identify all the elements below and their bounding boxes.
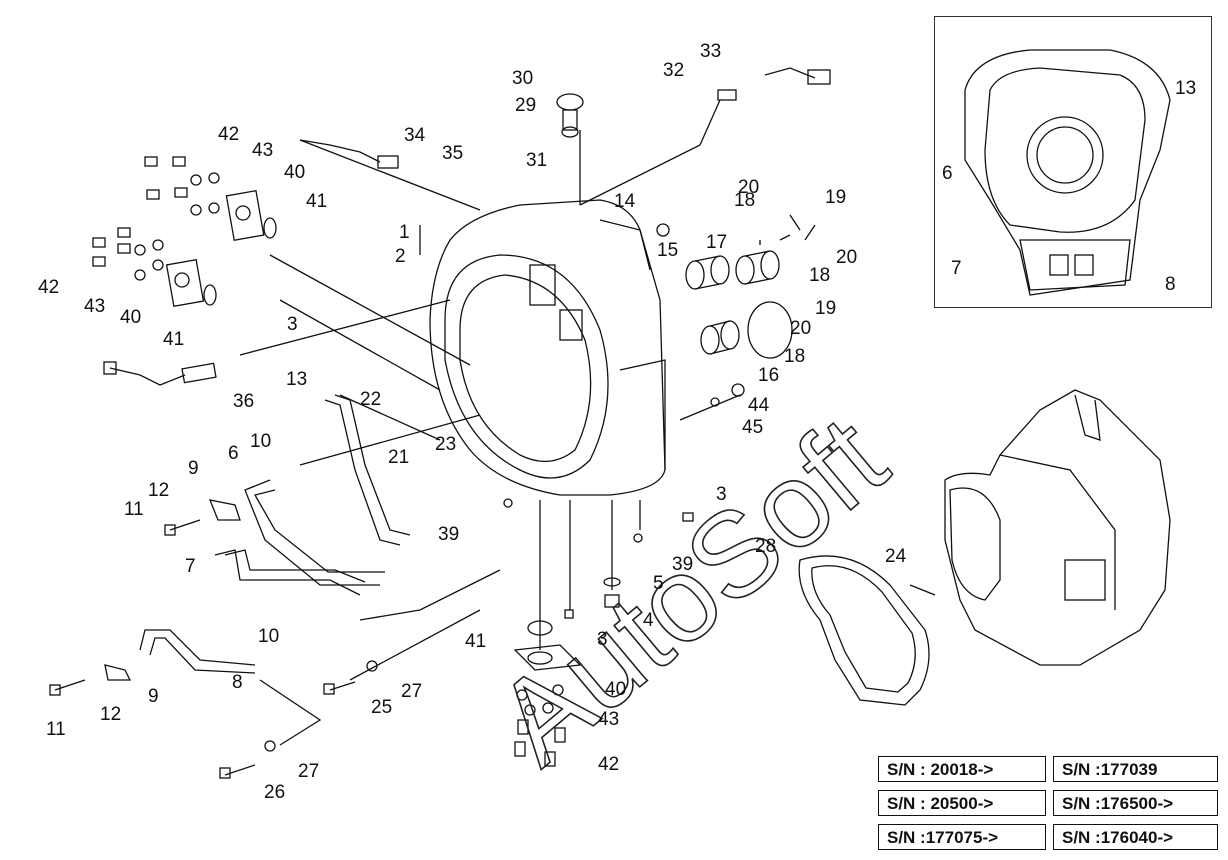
callout: 43 bbox=[252, 140, 273, 161]
callout: 9 bbox=[188, 458, 199, 479]
serial-number-box: S/N : 20018-> bbox=[878, 756, 1046, 782]
serial-number-box: S/N :176040-> bbox=[1053, 824, 1218, 850]
callout: 21 bbox=[388, 447, 409, 468]
callout: 27 bbox=[298, 761, 319, 782]
callout: 9 bbox=[148, 686, 159, 707]
inset-frame bbox=[934, 16, 1212, 308]
gasket-28 bbox=[798, 555, 936, 706]
sensor-33 bbox=[717, 67, 831, 101]
callout: 6 bbox=[228, 443, 239, 464]
callout: 24 bbox=[885, 546, 907, 567]
callout: 42 bbox=[598, 754, 619, 775]
callout: 10 bbox=[258, 626, 279, 647]
callout: 10 bbox=[250, 431, 271, 452]
callout: 43 bbox=[598, 709, 619, 730]
callout: 41 bbox=[306, 191, 327, 212]
callout-labels: 42 43 40 41 42 43 40 41 34 35 36 30 29 3… bbox=[38, 41, 1196, 803]
callout: 23 bbox=[435, 434, 456, 455]
callout: 18 bbox=[809, 265, 830, 286]
watermark-autosoft: AutoSoft bbox=[471, 390, 911, 790]
callout: 25 bbox=[371, 697, 392, 718]
callout: 11 bbox=[46, 719, 66, 740]
bolts-25-26 bbox=[219, 660, 378, 779]
callout: 13 bbox=[286, 369, 307, 390]
callout: 20 bbox=[790, 318, 811, 339]
callout: 12 bbox=[148, 480, 169, 501]
callout: 43 bbox=[84, 296, 105, 317]
callout: 17 bbox=[706, 232, 727, 253]
callout: 2 bbox=[395, 246, 406, 267]
callout: 4 bbox=[643, 610, 654, 631]
callout: 20 bbox=[836, 247, 857, 268]
callout: 39 bbox=[438, 524, 459, 545]
callout: 27 bbox=[401, 681, 422, 702]
pipe-8 bbox=[139, 629, 256, 674]
callout: 3 bbox=[716, 484, 727, 505]
callout: 15 bbox=[657, 240, 678, 261]
callout: 28 bbox=[755, 536, 776, 557]
callout: 18 bbox=[734, 190, 755, 211]
callout: 42 bbox=[218, 124, 239, 145]
serial-number-box: S/N :177039 bbox=[1053, 756, 1218, 782]
callout: 36 bbox=[233, 391, 254, 412]
callout: 30 bbox=[512, 68, 533, 89]
sensor-34 bbox=[299, 139, 399, 169]
callout: 34 bbox=[404, 125, 426, 146]
pipe-7 bbox=[214, 549, 366, 596]
callout: 18 bbox=[784, 346, 805, 367]
callout: 29 bbox=[515, 95, 536, 116]
callout: 14 bbox=[614, 191, 636, 212]
callout: 40 bbox=[284, 162, 305, 183]
callout: 42 bbox=[38, 277, 59, 298]
callout: 7 bbox=[951, 258, 962, 279]
callout: 31 bbox=[526, 150, 547, 171]
inset-front-view bbox=[964, 49, 1171, 296]
callout: 26 bbox=[264, 782, 285, 803]
plug-30-29 bbox=[556, 93, 584, 138]
serial-number-box: S/N :177075-> bbox=[878, 824, 1046, 850]
callout: 3 bbox=[287, 314, 298, 335]
sensor-36 bbox=[103, 361, 217, 386]
callout: 1 bbox=[399, 222, 410, 243]
svg-text:AutoSoft: AutoSoft bbox=[472, 391, 911, 790]
callout: 45 bbox=[742, 417, 763, 438]
leader-lines bbox=[239, 99, 741, 746]
callout: 35 bbox=[442, 143, 463, 164]
bushings bbox=[656, 214, 816, 407]
callout: 40 bbox=[120, 307, 141, 328]
serial-number-box: S/N : 20500-> bbox=[878, 790, 1046, 816]
serial-number-box: S/N :176500-> bbox=[1053, 790, 1218, 816]
callout: 13 bbox=[1175, 78, 1196, 99]
transmission-housing bbox=[429, 199, 666, 496]
callout: 20 bbox=[738, 177, 759, 198]
callout: 22 bbox=[360, 389, 381, 410]
callout: 16 bbox=[758, 365, 779, 386]
callout: 39 bbox=[672, 554, 693, 575]
callout: 12 bbox=[100, 704, 121, 725]
callout: 8 bbox=[1165, 274, 1176, 295]
callout: 19 bbox=[825, 187, 846, 208]
callout: 33 bbox=[700, 41, 721, 62]
brackets-9 bbox=[104, 499, 241, 681]
callout: 6 bbox=[942, 163, 953, 184]
callout: 7 bbox=[185, 556, 196, 577]
bolts-11 bbox=[49, 519, 201, 696]
callout: 41 bbox=[163, 329, 184, 350]
pipe-13 bbox=[324, 394, 411, 546]
callout: 5 bbox=[653, 573, 664, 594]
callout: 32 bbox=[663, 60, 684, 81]
bottom-fittings bbox=[503, 498, 694, 767]
callout: 11 bbox=[124, 499, 144, 520]
callout: 41 bbox=[465, 631, 486, 652]
callout: 44 bbox=[748, 395, 770, 416]
bolt-group-mid-left bbox=[92, 227, 217, 308]
bolt-group-top-left bbox=[144, 156, 277, 242]
callout: 8 bbox=[232, 672, 243, 693]
callout: 19 bbox=[815, 298, 836, 319]
callout: 40 bbox=[605, 679, 626, 700]
callout: 3 bbox=[597, 629, 608, 650]
rear-housing bbox=[944, 389, 1171, 666]
